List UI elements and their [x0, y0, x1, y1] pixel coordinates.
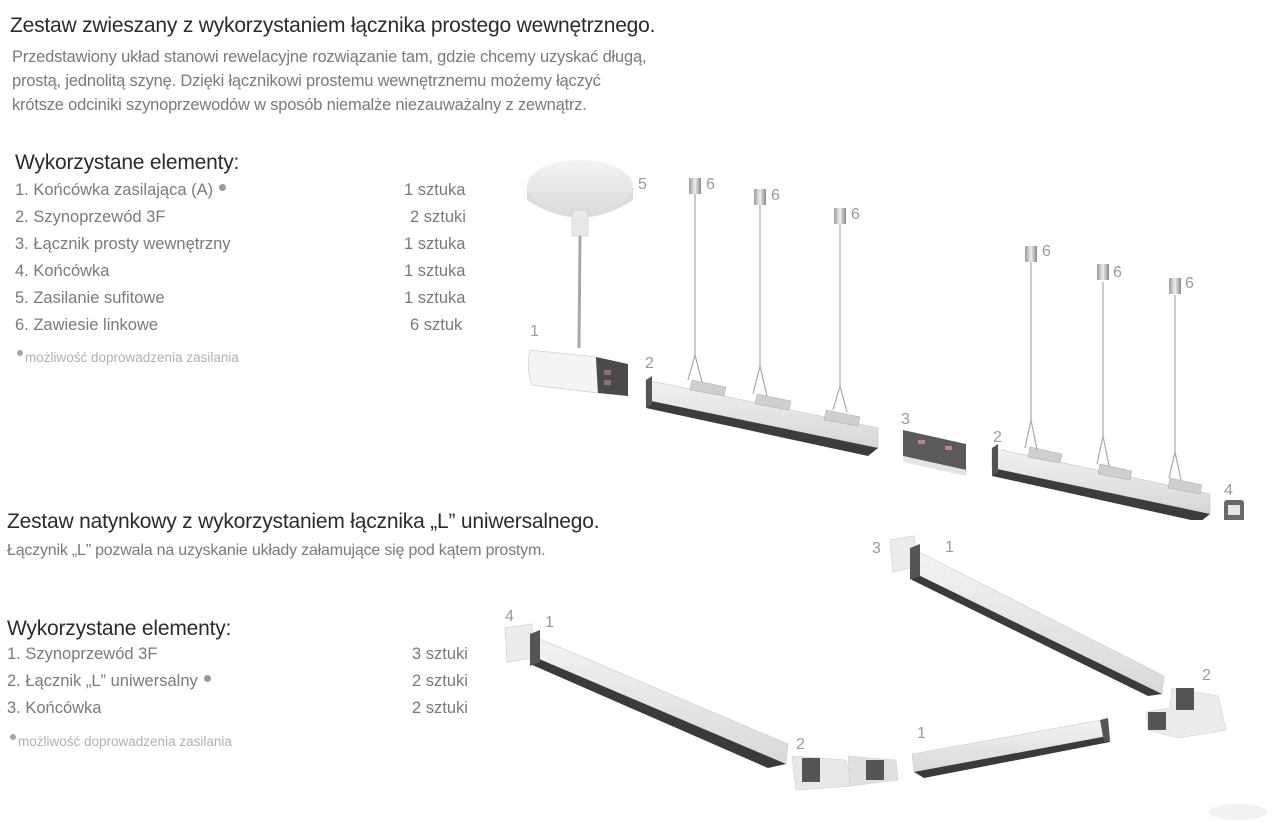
label-hanger: 6: [706, 176, 715, 193]
element-row: 2. Łącznik „L” uniwersalny 2 sztuki: [7, 672, 477, 699]
ceiling-power-canopy: [527, 160, 633, 349]
element-name: 3. Łącznik prosty wewnętrzny: [15, 235, 231, 253]
description-line: krótsze odciniki szynoprzewodów w sposób…: [12, 96, 587, 114]
element-name: 1. Końcówka zasilająca (A): [15, 181, 227, 200]
section1-title: Zestaw zwieszany z wykorzystaniem łączni…: [10, 14, 656, 37]
element-name: 1. Szynoprzewód 3F: [7, 645, 158, 663]
section1-description: Przedstawiony układ stanowi rewelacyjne …: [12, 45, 647, 117]
suspended-system-diagram: 5 1 2 3 2 4 6 6 6 6 6 6: [527, 160, 1244, 520]
end-cap-left: [504, 623, 535, 663]
power-marker-icon: [203, 675, 211, 682]
section1-note: możliwość doprowadzenia zasilania: [17, 350, 239, 365]
element-name: 2. Łącznik „L” uniwersalny: [7, 672, 211, 691]
label-rail-a: 2: [645, 355, 654, 372]
element-row: 3. Końcówka 2 sztuki: [7, 699, 477, 726]
hangers-a: [687, 194, 848, 413]
label-l-connector-right: 2: [1202, 667, 1211, 684]
element-name: 2. Szynoprzewód 3F: [15, 208, 166, 226]
section2-elements-heading: Wykorzystane elementy:: [7, 617, 232, 640]
element-qty: 3 sztuki: [412, 645, 468, 663]
element-qty: 6 sztuk: [410, 316, 463, 334]
section2-description: Łączynik „L” pozwala na uzyskanie układy…: [7, 542, 546, 559]
element-row: 3. Łącznik prosty wewnętrzny 1 sztuka: [15, 235, 475, 262]
inner-connector: [903, 430, 966, 476]
label-rail-b: 2: [993, 429, 1002, 446]
element-name-text: 2. Łącznik „L” uniwersalny: [7, 672, 198, 690]
power-marker-icon: [10, 734, 16, 740]
label-feed-end: 1: [530, 323, 539, 340]
element-name: 3. Końcówka: [7, 699, 102, 717]
section2-title: Zestaw natynkowy z wykorzystaniem łączni…: [7, 510, 600, 533]
element-name-text: 1. Końcówka zasilająca (A): [15, 181, 214, 199]
rail-b: [991, 444, 1211, 520]
element-qty: 2 sztuki: [412, 699, 468, 717]
description-line: Przedstawiony układ stanowi rewelacyjne …: [12, 48, 647, 66]
element-qty: 1 sztuka: [404, 235, 466, 253]
note-text: możliwość doprowadzenia zasilania: [25, 350, 239, 365]
note-text: możliwość doprowadzenia zasilania: [18, 734, 232, 749]
rail-a: [645, 376, 879, 456]
surface-l-system-illustration: [504, 535, 1268, 820]
hanger-caps-b: [1025, 246, 1181, 294]
label-rail-bottom: 1: [917, 725, 926, 742]
element-name: 5. Zasilanie sufitowe: [15, 289, 165, 307]
label-hanger: 6: [851, 206, 860, 223]
label-hanger: 6: [1113, 264, 1122, 281]
label-rail-top: 1: [945, 539, 954, 556]
feed-end: [528, 349, 628, 396]
element-row: 2. Szynoprzewód 3F 2 sztuki: [15, 208, 475, 235]
element-row: 1. Końcówka zasilająca (A) 1 sztuka: [15, 181, 475, 208]
element-name: 4. Końcówka: [15, 262, 110, 280]
element-qty: 1 sztuka: [404, 289, 466, 307]
label-hanger: 6: [771, 187, 780, 204]
rail-left: [530, 630, 789, 768]
section1-elements-heading: Wykorzystane elementy:: [15, 151, 240, 174]
element-qty: 2 sztuki: [412, 672, 468, 690]
element-row: 1. Szynoprzewód 3F 3 sztuki: [7, 645, 477, 672]
l-connector-bottom: [791, 755, 899, 791]
suspended-system-illustration: [527, 160, 1244, 520]
power-marker-icon: [219, 184, 227, 191]
description-line: prostą, jednolitą szynę. Dzięki łączniko…: [12, 72, 601, 90]
label-end-cap-top: 3: [872, 540, 881, 557]
power-marker-icon: [17, 350, 23, 356]
section2-note: możliwość doprowadzenia zasilania: [10, 734, 232, 749]
label-ceiling-power: 5: [638, 176, 647, 193]
hangers-b: [1024, 262, 1182, 481]
label-hanger: 6: [1185, 275, 1194, 292]
rail-bottom: [911, 718, 1110, 778]
label-l-connector-bottom: 2: [796, 736, 805, 753]
hanger-caps-a: [689, 178, 846, 224]
l-connector-right: [1145, 687, 1227, 739]
label-end-cap-left: 4: [505, 608, 514, 625]
surface-l-system-diagram: 4 1 2 1 2 3 1: [0, 520, 1280, 835]
label-connector: 3: [901, 411, 910, 428]
end-cap: [1224, 500, 1244, 520]
section2-elements-list: 1. Szynoprzewód 3F 3 sztuki 2. Łącznik „…: [7, 645, 477, 726]
label-end-cap: 4: [1224, 482, 1233, 499]
element-qty: 1 sztuka: [404, 181, 466, 199]
section1-elements-list: 1. Końcówka zasilająca (A) 1 sztuka 2. S…: [15, 181, 475, 343]
label-rail-left: 1: [545, 614, 554, 631]
element-qty: 2 sztuki: [410, 208, 466, 226]
rail-top: [910, 544, 1165, 696]
element-row: 5. Zasilanie sufitowe 1 sztuka: [15, 289, 475, 316]
element-row: 4. Końcówka 1 sztuka: [15, 262, 475, 289]
label-hanger: 6: [1042, 243, 1051, 260]
element-qty: 1 sztuka: [404, 262, 466, 280]
element-name: 6. Zawiesie linkowe: [15, 316, 159, 334]
element-row: 6. Zawiesie linkowe 6 sztuk: [15, 316, 475, 343]
